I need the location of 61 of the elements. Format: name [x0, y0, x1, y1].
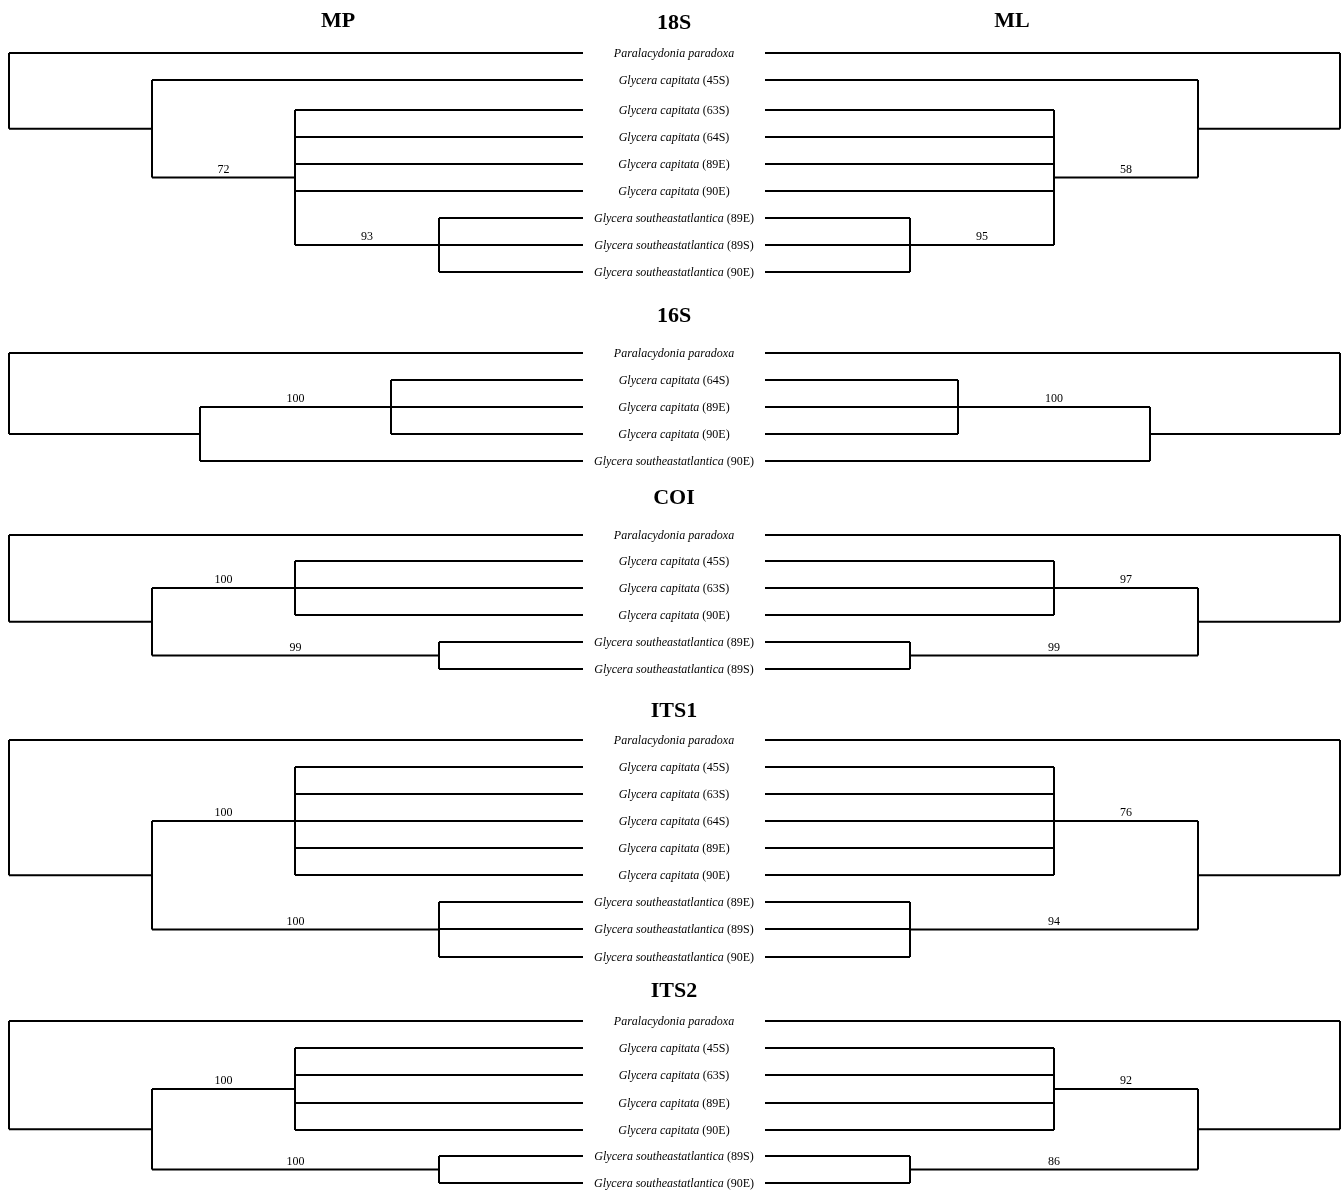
taxon-label: Glycera southeastatlantica (89S): [594, 923, 754, 935]
support-value: 94: [1048, 914, 1060, 927]
taxon-label: Glycera capitata (90E): [618, 1124, 730, 1136]
support-value: 86: [1048, 1154, 1060, 1167]
gene-heading: 16S: [656, 304, 692, 326]
taxon-label: Glycera capitata (90E): [618, 185, 730, 197]
taxon-label: Paralacydonia paradoxa: [613, 47, 735, 59]
gene-heading: ITS2: [650, 979, 698, 1001]
taxon-label: Glycera southeastatlantica (89S): [594, 1150, 754, 1162]
taxon-label: Glycera southeastatlantica (90E): [594, 455, 754, 467]
taxon-label: Glycera capitata (64S): [618, 815, 730, 827]
support-value: 99: [289, 640, 302, 653]
taxon-label: Paralacydonia paradoxa: [613, 1015, 735, 1027]
support-value: 76: [1120, 806, 1132, 818]
gene-heading: ITS1: [650, 699, 698, 721]
taxon-label: Glycera capitata (45S): [618, 74, 730, 86]
taxon-label: Glycera southeastatlantica (90E): [594, 1177, 754, 1189]
method-heading: ML: [994, 9, 1030, 31]
taxon-label: Glycera southeastatlantica (89E): [594, 896, 754, 908]
taxon-label: Glycera capitata (45S): [618, 1042, 730, 1054]
taxon-label: Glycera capitata (90E): [618, 609, 730, 621]
support-value: 58: [1120, 162, 1132, 175]
support-value: 92: [1120, 1074, 1132, 1086]
taxon-label: Glycera southeastatlantica (89E): [594, 212, 754, 224]
taxon-label: Glycera capitata (63S): [618, 104, 730, 116]
support-value: 100: [214, 1074, 233, 1086]
support-value: 99: [1048, 640, 1060, 653]
support-value: 100: [214, 573, 233, 585]
taxon-label: Glycera southeastatlantica (89E): [594, 636, 754, 648]
gene-heading: 18S: [656, 11, 692, 33]
taxon-label: Glycera capitata (89E): [618, 1097, 730, 1109]
taxon-label: Paralacydonia paradoxa: [613, 347, 735, 359]
support-value: 93: [361, 230, 373, 242]
support-value: 100: [214, 806, 233, 818]
taxon-label: Glycera capitata (89E): [618, 158, 730, 170]
taxon-label: Glycera capitata (64S): [618, 374, 730, 386]
support-value: 100: [286, 914, 305, 927]
taxon-label: Glycera capitata (64S): [618, 131, 730, 143]
taxon-label: Glycera capitata (90E): [618, 428, 730, 440]
taxon-label: Glycera southeastatlantica (89S): [594, 239, 754, 251]
taxon-label: Glycera capitata (89E): [618, 401, 730, 413]
taxon-label: Glycera southeastatlantica (90E): [594, 266, 754, 278]
support-value: 72: [217, 162, 230, 175]
taxon-label: Glycera capitata (45S): [618, 555, 730, 567]
taxon-label: Glycera capitata (90E): [618, 869, 730, 881]
taxon-label: Glycera capitata (89E): [618, 842, 730, 854]
gene-heading: COI: [653, 486, 695, 508]
support-value: 100: [286, 1154, 305, 1167]
support-value: 97: [1120, 573, 1132, 585]
taxon-label: Glycera capitata (63S): [618, 1069, 730, 1081]
taxon-label: Glycera capitata (63S): [618, 788, 730, 800]
method-heading: MP: [320, 9, 356, 31]
taxon-label: Paralacydonia paradoxa: [613, 529, 735, 541]
taxon-label: Glycera capitata (45S): [618, 761, 730, 773]
taxon-label: Glycera southeastatlantica (89S): [594, 663, 754, 675]
taxon-label: Glycera capitata (63S): [618, 582, 730, 594]
taxon-label: Glycera southeastatlantica (90E): [594, 951, 754, 963]
support-value: 100: [286, 392, 305, 404]
support-value: 95: [976, 230, 988, 242]
taxon-label: Paralacydonia paradoxa: [613, 734, 735, 746]
support-value: 100: [1045, 392, 1063, 404]
